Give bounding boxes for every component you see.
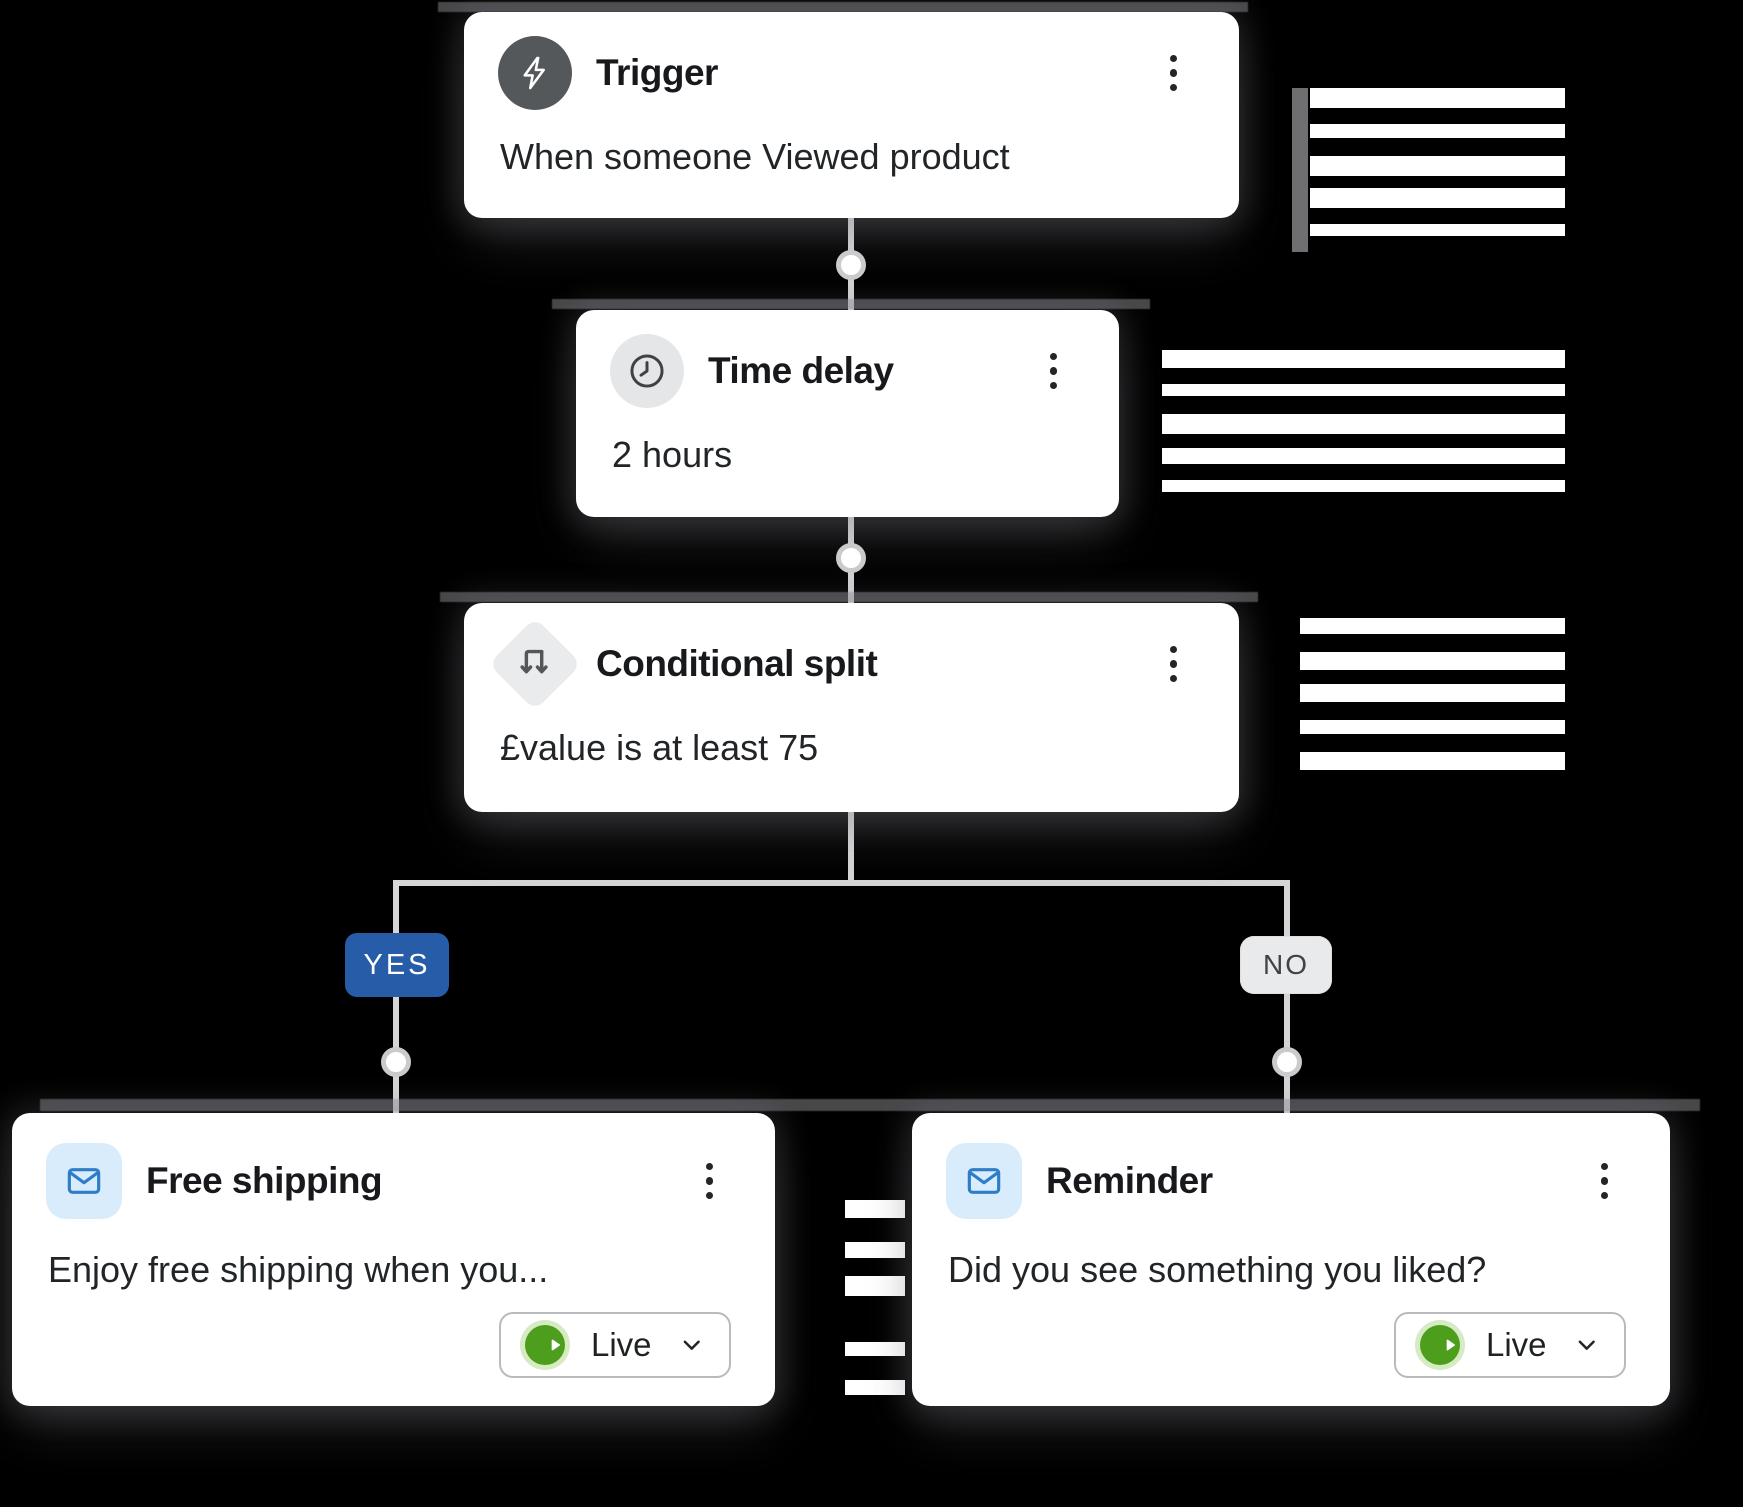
conditional-split-title: Conditional split xyxy=(596,643,878,684)
no-branch-badge: NO xyxy=(1240,936,1332,994)
trigger-title: Trigger xyxy=(596,52,718,93)
shadow-stripes-trigger xyxy=(1310,88,1565,252)
branch-yes-line xyxy=(393,880,399,1115)
free-shipping-card-header: Free shipping xyxy=(46,1143,741,1219)
shadow-edge-time-delay xyxy=(552,299,1150,309)
reminder-card-header: Reminder xyxy=(946,1143,1636,1219)
time-delay-card[interactable]: Time delay 2 hours xyxy=(576,310,1119,517)
trigger-card-header: Trigger xyxy=(498,36,1205,110)
play-icon xyxy=(525,1325,565,1365)
shadow-stripes-time-delay xyxy=(1162,350,1565,502)
kebab-menu-icon[interactable] xyxy=(700,1157,720,1206)
free-shipping-title: Free shipping xyxy=(146,1160,383,1201)
chevron-down-icon xyxy=(1578,1340,1595,1350)
trigger-card[interactable]: Trigger When someone Viewed product xyxy=(464,12,1239,218)
shadow-stripes-between-cards xyxy=(845,1150,905,1395)
kebab-menu-icon[interactable] xyxy=(1595,1157,1615,1206)
time-delay-title: Time delay xyxy=(708,350,894,391)
kebab-menu-icon[interactable] xyxy=(1164,49,1184,98)
trigger-description: When someone Viewed product xyxy=(500,136,1010,177)
branch-horizontal-line xyxy=(393,880,1290,886)
yes-branch-badge: YES xyxy=(345,933,449,997)
time-delay-card-header: Time delay xyxy=(610,334,1085,408)
status-dropdown[interactable]: Live xyxy=(1394,1312,1626,1378)
kebab-menu-icon[interactable] xyxy=(1164,640,1184,689)
reminder-card[interactable]: Reminder Did you see something you liked… xyxy=(912,1113,1670,1406)
status-dropdown[interactable]: Live xyxy=(499,1312,731,1378)
clock-icon xyxy=(610,334,684,408)
conditional-split-description: £value is at least 75 xyxy=(500,727,819,768)
status-label: Live xyxy=(1486,1326,1547,1363)
split-arrows-icon xyxy=(488,617,582,711)
shadow-edge-trigger xyxy=(438,2,1248,12)
free-shipping-description: Enjoy free shipping when you... xyxy=(48,1249,549,1290)
kebab-menu-icon[interactable] xyxy=(1044,347,1064,396)
envelope-icon xyxy=(46,1143,122,1219)
conditional-split-card[interactable]: Conditional split £value is at least 75 xyxy=(464,603,1239,812)
chevron-down-icon xyxy=(683,1340,700,1350)
connector-split-branch xyxy=(848,808,854,886)
envelope-icon xyxy=(946,1143,1022,1219)
add-step-node-yes[interactable] xyxy=(381,1047,411,1077)
reminder-title: Reminder xyxy=(1046,1160,1213,1201)
play-icon xyxy=(1420,1325,1460,1365)
time-delay-description: 2 hours xyxy=(612,434,733,475)
free-shipping-card[interactable]: Free shipping Enjoy free shipping when y… xyxy=(12,1113,775,1406)
shadow-edge-column xyxy=(1292,88,1308,252)
shadow-stripes-conditional xyxy=(1300,618,1565,790)
add-step-node-1[interactable] xyxy=(836,250,866,280)
shadow-edge-conditional xyxy=(440,592,1258,602)
lightning-icon xyxy=(498,36,572,110)
branch-no-line xyxy=(1284,880,1290,1115)
shadow-edge-bottom-cards xyxy=(40,1099,1700,1111)
add-step-node-no[interactable] xyxy=(1272,1047,1302,1077)
status-label: Live xyxy=(591,1326,652,1363)
reminder-description: Did you see something you liked? xyxy=(948,1249,1487,1290)
conditional-split-card-header: Conditional split xyxy=(488,617,1205,711)
add-step-node-2[interactable] xyxy=(836,543,866,573)
